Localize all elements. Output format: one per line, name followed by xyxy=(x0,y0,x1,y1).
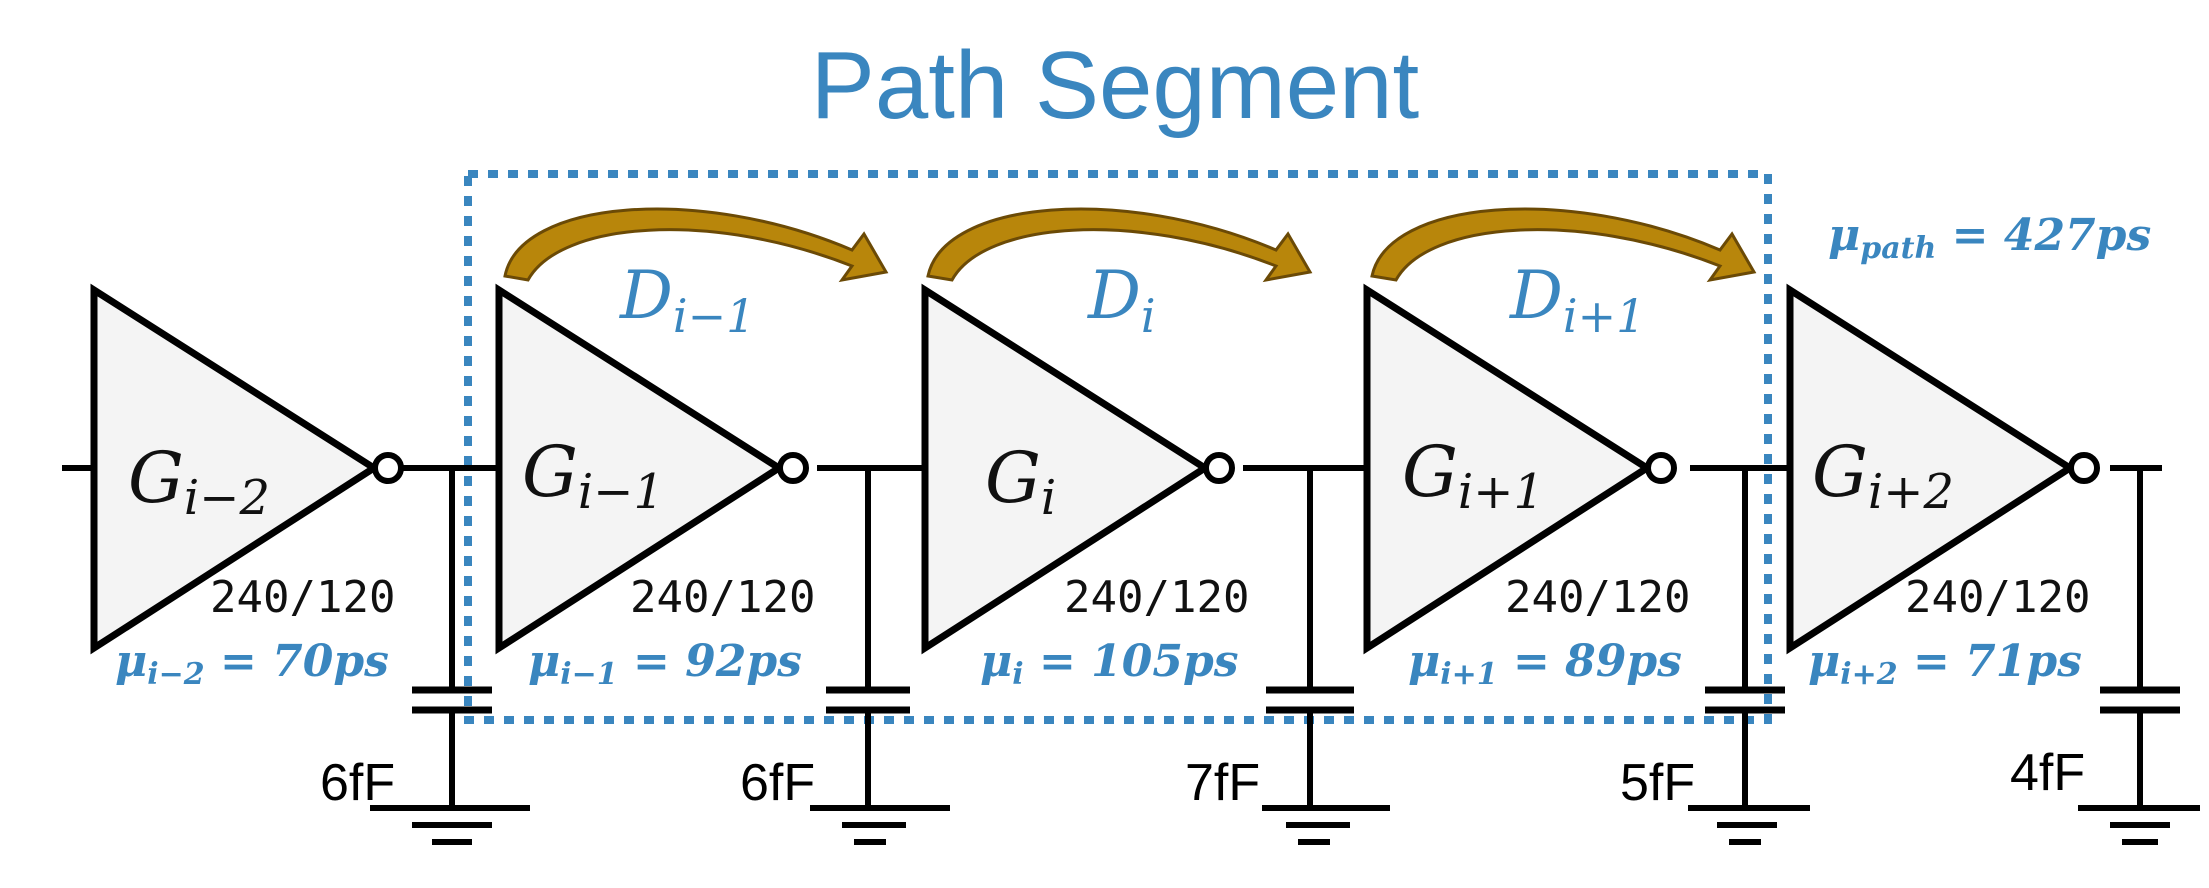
svg-text:Gi−2: Gi−2 xyxy=(128,437,270,526)
delay-arrow-1 xyxy=(503,207,889,283)
path-mu-label: μpath = 427ps xyxy=(1828,210,2151,266)
gate-size-1: 240/120 xyxy=(210,572,395,623)
load-capacitor-3 xyxy=(1262,468,1390,845)
delay-label-1: Di−1 xyxy=(619,257,755,343)
gate-g-i-plus-1: Gi+1 240/120 μi+1 = 89ps xyxy=(1363,283,1690,692)
gate-mu-4: μi+1 = 89ps xyxy=(1408,636,1682,692)
gate-g-i-plus-2: Gi+2 240/120 μi+2 = 71ps xyxy=(1786,283,2100,692)
cap-label-3: 7fF xyxy=(1185,754,1260,812)
gate-g-i-minus-1: Gi−1 240/120 μi−1 = 92ps xyxy=(495,283,815,692)
cap-label-4: 5fF xyxy=(1620,754,1695,812)
load-capacitor-2 xyxy=(810,468,950,845)
svg-text:Gi+2: Gi+2 xyxy=(1812,431,1954,520)
load-capacitor-5 xyxy=(2078,468,2200,845)
gate-mu-3: μi = 105ps xyxy=(980,636,1239,692)
load-capacitor-4 xyxy=(1688,468,1810,845)
diagram-title: Path Segment xyxy=(811,32,1419,139)
svg-text:Gi: Gi xyxy=(985,437,1056,526)
cap-label-5: 4fF xyxy=(2010,744,2085,802)
gate-g-i: Gi 240/120 μi = 105ps xyxy=(921,283,1249,692)
gate-size-4: 240/120 xyxy=(1505,572,1690,623)
gate-g-i-minus-2: Gi−2 240/120 μi−2 = 70ps xyxy=(90,283,404,692)
path-segment-box xyxy=(464,170,1772,724)
svg-text:Gi+1: Gi+1 xyxy=(1402,431,1544,520)
delay-label-3: Di+1 xyxy=(1509,257,1645,343)
delay-label-2: Di xyxy=(1087,257,1156,343)
delay-arrow-3 xyxy=(1370,207,1757,283)
gate-mu-5: μi+2 = 71ps xyxy=(1808,636,2082,692)
gate-mu-1: μi−2 = 70ps xyxy=(115,636,389,692)
gate-size-5: 240/120 xyxy=(1905,572,2090,623)
delay-arrow-2 xyxy=(926,207,1313,283)
gate-size-3: 240/120 xyxy=(1064,572,1249,623)
load-capacitor-1 xyxy=(370,468,530,845)
cap-label-1: 6fF xyxy=(320,754,395,812)
cap-label-2: 6fF xyxy=(740,754,815,812)
gate-size-2: 240/120 xyxy=(630,572,815,623)
svg-text:Gi−1: Gi−1 xyxy=(522,431,664,520)
gate-mu-2: μi−1 = 92ps xyxy=(528,636,802,692)
